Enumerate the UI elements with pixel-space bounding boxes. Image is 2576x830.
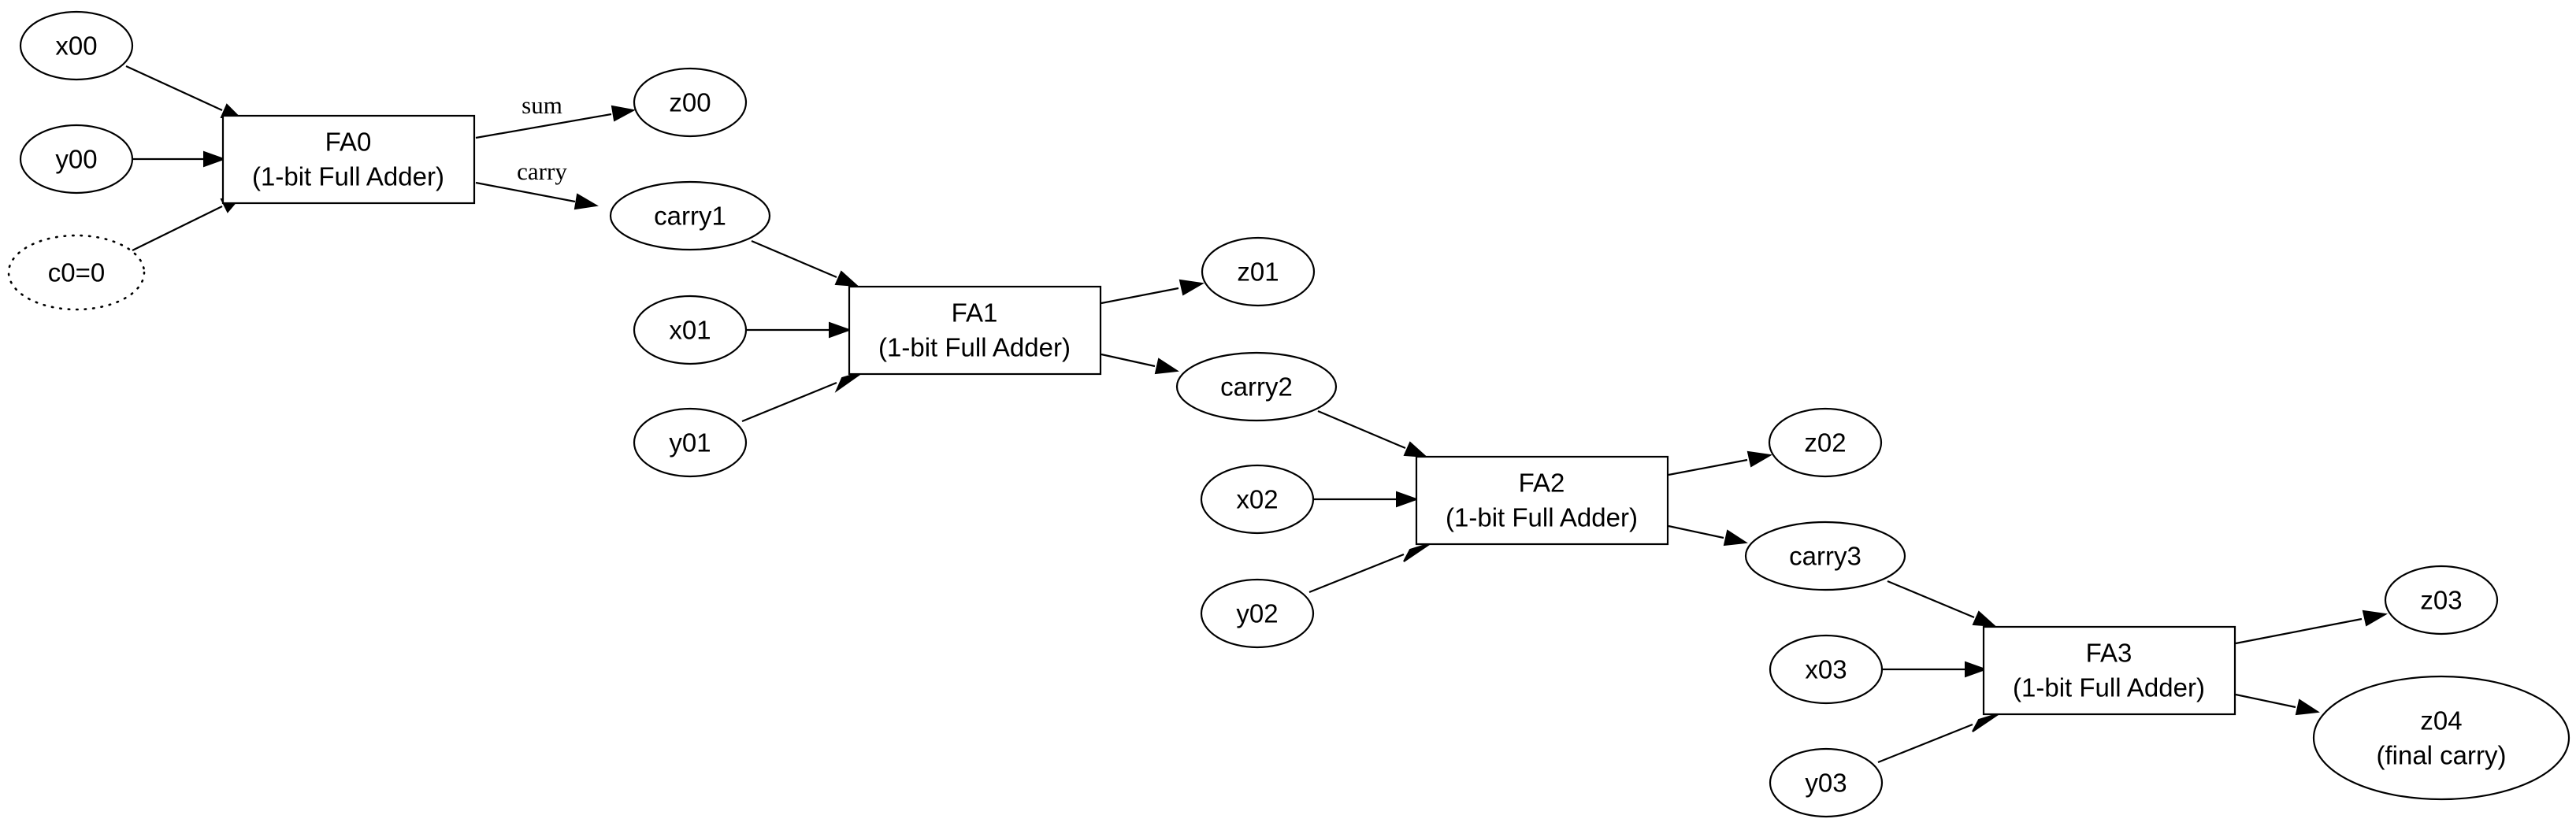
node-y02: y02 <box>1200 578 1315 649</box>
edge-y01-fa1 <box>741 381 837 423</box>
node-z04: z04 (final carry) <box>2312 675 2570 801</box>
edge-label-carry: carry <box>517 157 567 185</box>
node-y02-label: y02 <box>1236 599 1278 628</box>
node-fa2-subtitle: (1-bit Full Adder) <box>1446 503 1638 532</box>
edge-fa2-z02 <box>1668 458 1748 476</box>
edge-fa3-z04 <box>2235 693 2296 709</box>
arrowhead-carry3-fa3 <box>1972 610 1997 628</box>
node-fa0-title: FA0 <box>325 128 372 157</box>
arrowhead-y02-fa2 <box>1403 543 1431 562</box>
edge-fa3-z03 <box>2235 617 2363 645</box>
arrowhead-fa1-z01 <box>1179 279 1204 296</box>
arrowhead-x01-fa1 <box>829 321 852 339</box>
edge-fa2-carry3 <box>1668 524 1724 539</box>
edge-label-sum: sum <box>522 91 562 119</box>
node-z04-title: z04 <box>2420 706 2462 736</box>
node-z04-subtitle: (final carry) <box>2376 741 2506 770</box>
edge-fa1-carry2 <box>1101 353 1156 368</box>
node-x03: x03 <box>1769 634 1884 705</box>
node-c0-label: c0=0 <box>48 258 105 287</box>
arrowhead-fa2-carry3 <box>1723 529 1748 547</box>
node-z01-label: z01 <box>1237 258 1279 287</box>
arrowhead-fa3-z04 <box>2295 698 2320 716</box>
node-y01: y01 <box>633 407 748 478</box>
node-fa2-title: FA2 <box>1519 469 1565 498</box>
arrowhead-fa0-carry1 <box>573 193 599 210</box>
edge-x00-fa0 <box>125 65 223 111</box>
edge-fa0-carry1 <box>475 181 576 203</box>
node-carry1: carry1 <box>609 180 771 251</box>
node-z03: z03 <box>2384 565 2499 635</box>
node-x01: x01 <box>633 295 748 365</box>
arrowhead-fa2-z02 <box>1746 450 1772 468</box>
node-x00-label: x00 <box>55 31 97 61</box>
arrowhead-y00-fa0 <box>203 150 226 168</box>
node-fa3: FA3 (1-bit Full Adder) <box>1982 625 2236 716</box>
node-carry3-label: carry3 <box>1789 542 1861 571</box>
node-fa1-subtitle: (1-bit Full Adder) <box>878 333 1071 362</box>
arrowhead-carry1-fa1 <box>834 270 859 287</box>
node-z00-label: z00 <box>669 88 711 117</box>
arrowhead-fa3-z03 <box>2362 610 2388 627</box>
node-carry2: carry2 <box>1175 351 1338 422</box>
node-z02-label: z02 <box>1804 428 1846 458</box>
arrowhead-fa0-z00 <box>611 105 636 122</box>
node-fa1-title: FA1 <box>952 298 998 328</box>
node-x02: x02 <box>1200 464 1315 535</box>
arrowhead-fa1-carry2 <box>1154 358 1179 375</box>
node-fa2: FA2 (1-bit Full Adder) <box>1415 455 1669 546</box>
edge-y03-fa3 <box>1877 723 1973 764</box>
node-fa0-subtitle: (1-bit Full Adder) <box>252 162 444 191</box>
node-y01-label: y01 <box>669 428 711 458</box>
node-fa1: FA1 (1-bit Full Adder) <box>848 285 1102 376</box>
edge-carry2-fa2 <box>1317 409 1406 450</box>
node-y03-label: y03 <box>1805 769 1847 798</box>
node-fa0: FA0 (1-bit Full Adder) <box>221 114 476 205</box>
edge-fa0-z00 <box>475 113 612 139</box>
edge-fa1-z01 <box>1101 287 1179 305</box>
arrowhead-carry2-fa2 <box>1403 441 1428 458</box>
node-y03: y03 <box>1769 747 1884 818</box>
node-carry2-label: carry2 <box>1220 372 1293 402</box>
node-carry3: carry3 <box>1744 521 1906 591</box>
node-fa3-title: FA3 <box>2086 639 2132 668</box>
arrowhead-x02-fa2 <box>1396 491 1419 508</box>
node-fa3-subtitle: (1-bit Full Adder) <box>2013 673 2205 702</box>
node-z03-label: z03 <box>2420 586 2462 615</box>
node-c0: c0=0 <box>7 234 146 311</box>
node-x01-label: x01 <box>669 316 711 345</box>
arrowhead-x03-fa3 <box>1965 661 1988 678</box>
edge-y02-fa2 <box>1308 553 1405 594</box>
node-carry1-label: carry1 <box>654 202 726 231</box>
node-x03-label: x03 <box>1805 655 1847 684</box>
node-z00: z00 <box>633 67 748 138</box>
arrowhead-y03-fa3 <box>1972 713 2000 732</box>
node-x00: x00 <box>19 10 134 81</box>
node-x02-label: x02 <box>1236 485 1278 514</box>
node-y00-label: y00 <box>55 145 97 174</box>
node-y00: y00 <box>19 124 134 195</box>
edge-carry3-fa3 <box>1887 580 1975 619</box>
edge-c0-fa0 <box>132 206 223 251</box>
node-z02: z02 <box>1768 407 1883 478</box>
node-z01: z01 <box>1201 236 1316 307</box>
edge-carry1-fa1 <box>751 239 837 279</box>
